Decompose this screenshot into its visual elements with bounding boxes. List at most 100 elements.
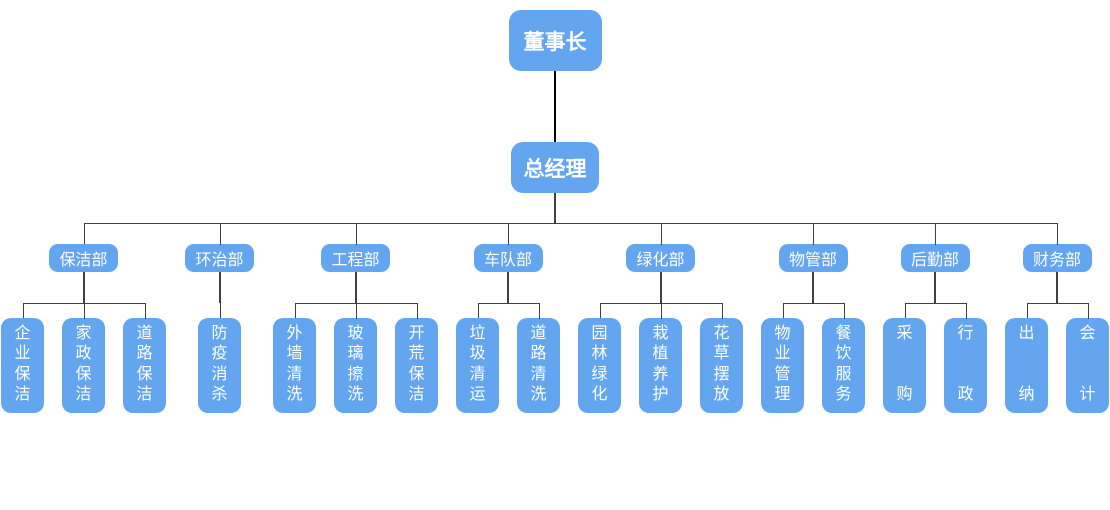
connector-chairman-manager — [554, 71, 556, 142]
sub-unit-wrap: 采购 — [874, 303, 935, 413]
sub-unit-wrap: 垃圾清运 — [447, 303, 508, 413]
sub-unit-label-char: 业 — [14, 345, 31, 363]
sub-unit-label-char: 垃 — [469, 325, 486, 342]
sub-units-row: 物业管理餐饮服务 — [752, 303, 874, 413]
connector-department-subunits — [812, 272, 814, 303]
department-group: 工程部外墙清洗玻璃擦洗开荒保洁 — [264, 223, 447, 413]
org-node-sub-unit: 企业保洁 — [1, 318, 44, 413]
org-node-sub-unit: 采购 — [883, 318, 926, 413]
org-node-sub-unit: 垃圾清运 — [456, 318, 499, 413]
sub-unit-wrap: 外墙清洗 — [264, 303, 325, 413]
sub-unit-label-char: 栽 — [652, 325, 669, 342]
sub-unit-label-char: 管 — [774, 365, 791, 383]
connector-department-subunits — [507, 272, 509, 303]
sub-unit-label-char: 道 — [530, 325, 547, 342]
sub-unit-label-char: 餐 — [835, 325, 852, 342]
sub-unit-label-char: 草 — [713, 345, 730, 363]
sub-unit-wrap: 道路保洁 — [114, 303, 175, 413]
sub-unit-wrap: 会计 — [1057, 303, 1110, 413]
department-group: 财务部出纳会计 — [996, 223, 1110, 413]
sub-unit-label-char: 养 — [652, 365, 669, 383]
sub-unit-label-char: 擦 — [347, 365, 364, 383]
org-node-sub-unit: 栽植养护 — [639, 318, 682, 413]
departments-row: 保洁部企业保洁家政保洁道路保洁环治部防疫消杀工程部外墙清洗玻璃擦洗开荒保洁车队部… — [0, 223, 1110, 413]
sub-unit-wrap: 企业保洁 — [0, 303, 53, 413]
org-node-sub-unit: 园林绿化 — [578, 318, 621, 413]
sub-units-row: 外墙清洗玻璃擦洗开荒保洁 — [264, 303, 447, 413]
org-node-department: 财务部 — [1022, 244, 1092, 272]
sub-unit-label-char: 化 — [591, 385, 608, 403]
org-node-department: 后勤部 — [900, 244, 970, 272]
sub-unit-wrap: 开荒保洁 — [386, 303, 447, 413]
sub-unit-wrap: 出纳 — [996, 303, 1057, 413]
sub-unit-label-char: 植 — [652, 345, 669, 363]
org-node-chairman: 董事长 — [508, 10, 602, 71]
org-node-sub-unit: 花草摆放 — [700, 318, 743, 413]
sub-units-row: 企业保洁家政保洁道路保洁 — [0, 303, 175, 413]
connector-department-subunits — [1056, 272, 1058, 303]
org-node-department: 物管部 — [778, 244, 848, 272]
sub-unit-wrap: 防疫消杀 — [189, 303, 250, 413]
sub-unit-wrap: 餐饮服务 — [813, 303, 874, 413]
sub-unit-label-char: 防 — [211, 325, 228, 342]
connector-manager-departments — [554, 193, 556, 223]
sub-unit-label-char: 路 — [530, 345, 547, 363]
department-group: 保洁部企业保洁家政保洁道路保洁 — [0, 223, 175, 413]
department-group: 环治部防疫消杀 — [175, 223, 264, 413]
sub-unit-label-char: 墙 — [286, 345, 303, 363]
org-node-department: 绿化部 — [626, 244, 695, 272]
department-group: 绿化部园林绿化栽植养护花草摆放 — [569, 223, 752, 413]
org-node-department: 车队部 — [473, 244, 543, 272]
sub-unit-label-char: 道 — [136, 325, 153, 342]
sub-unit-label-char: 林 — [591, 345, 608, 363]
sub-unit-label-char: 洗 — [347, 385, 364, 403]
sub-unit-label-char: 护 — [652, 385, 669, 403]
org-node-sub-unit: 出纳 — [1005, 318, 1048, 413]
sub-unit-label-char: 保 — [75, 365, 92, 383]
sub-unit-wrap: 家政保洁 — [53, 303, 114, 413]
department-group: 物管部物业管理餐饮服务 — [752, 223, 874, 413]
sub-unit-label-char: 放 — [713, 385, 730, 403]
sub-unit-label-char: 保 — [408, 365, 425, 383]
sub-unit-label-char: 物 — [774, 325, 791, 342]
sub-unit-label-char: 清 — [286, 365, 303, 383]
org-node-sub-unit: 行政 — [944, 318, 987, 413]
sub-unit-label-char: 采 — [896, 325, 913, 342]
sub-unit-label-char: 清 — [530, 365, 547, 383]
sub-units-row: 垃圾清运道路清洗 — [447, 303, 569, 413]
sub-unit-label-char: 服 — [835, 365, 852, 383]
sub-unit-label-char: 消 — [211, 365, 228, 383]
sub-units-row: 园林绿化栽植养护花草摆放 — [569, 303, 752, 413]
sub-unit-label-char: 洁 — [14, 385, 31, 403]
sub-unit-label-char: 绿 — [591, 365, 608, 383]
sub-unit-label-char: 洗 — [286, 385, 303, 403]
org-node-department: 保洁部 — [49, 244, 118, 272]
sub-units-row: 出纳会计 — [996, 303, 1110, 413]
sub-unit-label-char: 清 — [469, 365, 486, 383]
sub-unit-wrap: 行政 — [935, 303, 996, 413]
sub-unit-label-char: 保 — [14, 365, 31, 383]
sub-unit-label-char: 洁 — [75, 385, 92, 403]
connector-department-subunits — [934, 272, 936, 303]
sub-unit-label-char: 杀 — [211, 385, 228, 403]
sub-unit-label-char: 计 — [1079, 386, 1096, 403]
sub-unit-label-char: 业 — [774, 345, 791, 363]
org-node-sub-unit: 开荒保洁 — [395, 318, 438, 413]
org-node-department: 环治部 — [185, 244, 254, 272]
sub-unit-label-char: 购 — [896, 386, 913, 403]
org-node-sub-unit: 玻璃擦洗 — [334, 318, 377, 413]
sub-unit-wrap: 栽植养护 — [630, 303, 691, 413]
sub-unit-label-char: 路 — [136, 345, 153, 363]
sub-unit-label-char: 洁 — [408, 385, 425, 403]
org-node-sub-unit: 餐饮服务 — [822, 318, 865, 413]
connector-department-subunits — [659, 272, 662, 303]
sub-unit-label-char: 理 — [774, 385, 791, 403]
sub-unit-label-char: 会 — [1079, 325, 1096, 342]
org-node-sub-unit: 会计 — [1066, 318, 1109, 413]
org-node-sub-unit: 物业管理 — [761, 318, 804, 413]
org-node-sub-unit: 防疫消杀 — [198, 318, 241, 413]
org-node-sub-unit: 外墙清洗 — [273, 318, 316, 413]
org-node-sub-unit: 道路清洗 — [517, 318, 560, 413]
sub-unit-label-char: 洗 — [530, 385, 547, 403]
